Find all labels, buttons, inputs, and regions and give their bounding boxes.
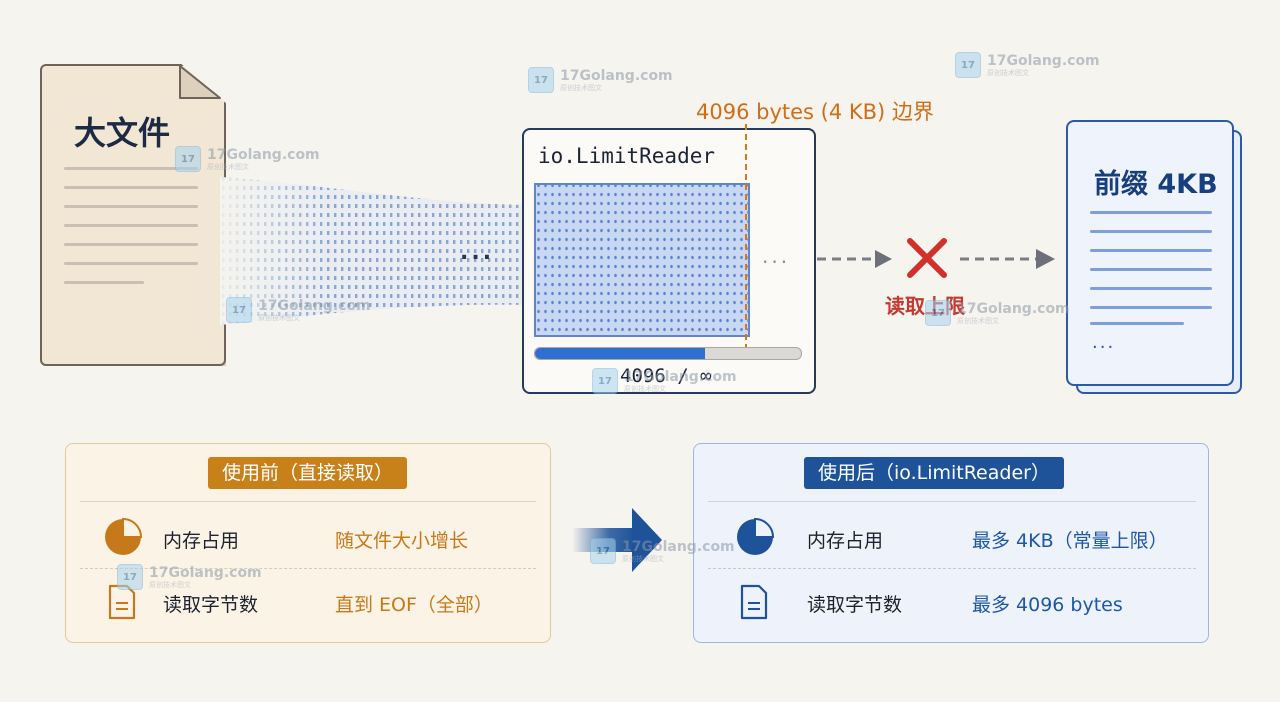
watermark-text: 17Golang.com (149, 564, 262, 581)
watermark-sub: 原创技术图文 (149, 580, 191, 589)
watermark-text: 17Golang.com (622, 538, 735, 555)
prefix-ellipsis: ... (1092, 332, 1116, 353)
document-icon (740, 584, 768, 620)
divider (80, 501, 536, 502)
byte-stream (220, 177, 525, 325)
file-text-line (64, 262, 198, 265)
dashed-divider (80, 568, 536, 569)
watermark-sub: 原创技术图文 (987, 68, 1029, 77)
watermark-logo-icon: 17 (955, 52, 981, 78)
watermark-logo-icon: 17 (226, 297, 252, 323)
big-file-document (40, 64, 226, 366)
watermark-logo-icon: 17 (175, 146, 201, 172)
before-bytes-label: 读取字节数 (163, 594, 259, 616)
watermark-text: 17Golang.com (957, 300, 1070, 317)
before-bytes-value: 直到 EOF（全部） (335, 594, 493, 616)
watermark-sub: 原创技术图文 (622, 554, 664, 563)
watermark-sub: 原创技术图文 (957, 316, 999, 325)
after-memory-value: 最多 4KB（常量上限） (972, 530, 1168, 552)
dashed-arrow-icon (817, 250, 892, 268)
read-buffer (534, 183, 750, 337)
after-bytes-value: 最多 4096 bytes (972, 594, 1123, 616)
boundary-label: 4096 bytes (4 KB) 边界 (696, 100, 934, 124)
prefix-text-line (1090, 322, 1184, 325)
big-file-title: 大文件 (74, 114, 171, 152)
file-text-line (64, 243, 198, 246)
page-fold-icon (179, 65, 221, 99)
progress-fill (535, 348, 706, 359)
before-memory-label: 内存占用 (163, 530, 240, 552)
watermark-logo-icon: 17 (117, 564, 143, 590)
progress-text: 4096 / ∞ (620, 365, 712, 387)
watermark-text: 17Golang.com (624, 368, 737, 385)
blocked-x-icon (907, 238, 947, 278)
before-header: 使用前（直接读取） (208, 457, 408, 489)
dashed-arrow-icon (960, 249, 1055, 269)
prefix-document (1066, 120, 1234, 386)
limit-reader-title: io.LimitReader (538, 144, 716, 168)
stream-ellipsis: ... (460, 240, 495, 265)
watermark-text: 17Golang.com (258, 297, 371, 314)
file-text-line (64, 167, 198, 170)
dashed-divider (708, 568, 1196, 569)
divider (708, 501, 1196, 502)
file-text-line (64, 205, 198, 208)
prefix-text-line (1090, 287, 1212, 290)
prefix-text-line (1090, 306, 1212, 309)
watermark-logo-icon: 17 (590, 538, 616, 564)
after-bytes-label: 读取字节数 (807, 594, 903, 616)
before-memory-value: 随文件大小增长 (335, 530, 469, 552)
pie-chart-icon (737, 517, 775, 555)
watermark-text: 17Golang.com (987, 52, 1100, 69)
watermark-sub: 原创技术图文 (560, 83, 602, 92)
watermark-logo-icon: 17 (528, 67, 554, 93)
prefix-text-line (1090, 249, 1212, 252)
watermark-logo-icon: 17 (592, 368, 618, 394)
watermark-sub: 原创技术图文 (207, 162, 249, 171)
pie-chart-icon (105, 517, 143, 555)
watermark-sub: 原创技术图文 (258, 313, 300, 322)
prefix-title: 前缀 4KB (1094, 169, 1218, 200)
prefix-text-line (1090, 230, 1212, 233)
after-header: 使用后（io.LimitReader） (804, 457, 1064, 489)
watermark-text: 17Golang.com (207, 146, 320, 163)
prefix-text-line (1090, 211, 1212, 214)
reader-ellipsis: ... (762, 244, 791, 268)
boundary-line (745, 124, 747, 360)
file-text-line (64, 224, 198, 227)
watermark-logo-icon: 17 (925, 300, 951, 326)
file-text-line (64, 186, 198, 189)
after-memory-label: 内存占用 (807, 530, 884, 552)
watermark-text: 17Golang.com (560, 67, 673, 84)
prefix-text-line (1090, 268, 1212, 271)
watermark-sub: 原创技术图文 (624, 384, 666, 393)
file-text-line (64, 281, 144, 284)
progress-bar (534, 347, 802, 360)
